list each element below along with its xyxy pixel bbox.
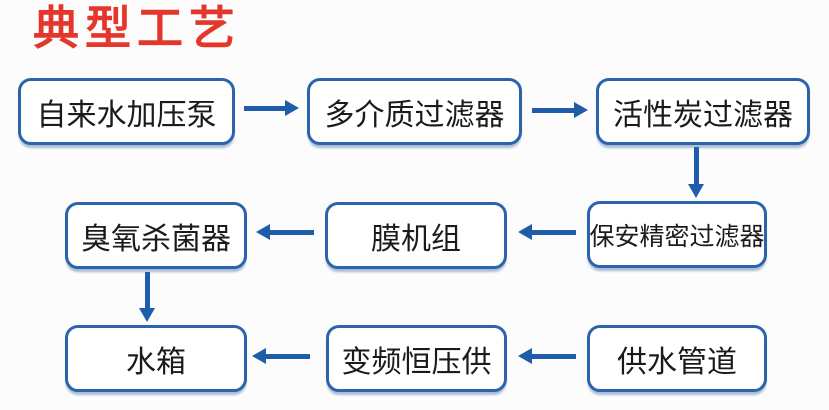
arrow-shaft bbox=[269, 229, 314, 235]
diagram-title: 典型工艺 bbox=[33, 1, 241, 55]
arrow-head bbox=[518, 224, 532, 240]
arrow-head bbox=[139, 308, 155, 322]
node-activated-carbon-filter: 活性炭过滤器 bbox=[596, 78, 810, 145]
node-label: 活性炭过滤器 bbox=[613, 97, 793, 133]
arrow-right-icon bbox=[532, 102, 588, 118]
arrow-head bbox=[285, 100, 299, 116]
node-ozone-sterilizer: 臭氧杀菌器 bbox=[65, 202, 247, 269]
arrow-down-icon bbox=[139, 272, 155, 322]
arrow-shaft bbox=[265, 353, 310, 359]
arrow-left-icon bbox=[256, 224, 314, 240]
node-tap-water-pressure-pump: 自来水加压泵 bbox=[18, 78, 235, 145]
arrow-shaft bbox=[144, 272, 150, 309]
arrow-shaft bbox=[531, 229, 576, 235]
node-membrane-unit: 膜机组 bbox=[325, 202, 507, 269]
arrow-left-icon bbox=[518, 348, 576, 364]
node-water-supply-pipeline: 供水管道 bbox=[587, 325, 767, 392]
arrow-head bbox=[518, 348, 532, 364]
arrow-shaft bbox=[244, 105, 286, 111]
arrow-shaft bbox=[693, 147, 699, 185]
node-multi-media-filter: 多介质过滤器 bbox=[307, 78, 522, 145]
arrow-head bbox=[256, 224, 270, 240]
arrow-shaft bbox=[531, 353, 576, 359]
node-label: 变频恒压供 bbox=[341, 344, 492, 380]
node-label: 自来水加压泵 bbox=[36, 97, 217, 133]
arrow-right-icon bbox=[244, 100, 299, 116]
arrow-left-icon bbox=[518, 224, 576, 240]
arrow-shaft bbox=[532, 107, 575, 113]
arrow-head bbox=[688, 184, 704, 198]
node-label: 膜机组 bbox=[371, 221, 461, 257]
node-water-tank: 水箱 bbox=[65, 325, 247, 392]
node-vfd-constant-pressure-supply: 变频恒压供 bbox=[326, 325, 507, 392]
node-security-precision-filter: 保安精密过滤器 bbox=[587, 201, 767, 268]
node-label: 保安精密过滤器 bbox=[589, 221, 765, 251]
node-label: 供水管道 bbox=[617, 344, 737, 380]
node-label: 水箱 bbox=[126, 344, 186, 380]
arrow-head bbox=[574, 102, 588, 118]
arrow-down-icon bbox=[688, 147, 704, 198]
arrow-head bbox=[252, 348, 266, 364]
node-label: 臭氧杀菌器 bbox=[81, 221, 231, 257]
node-label: 多介质过滤器 bbox=[324, 97, 505, 133]
arrow-left-icon bbox=[252, 348, 310, 364]
